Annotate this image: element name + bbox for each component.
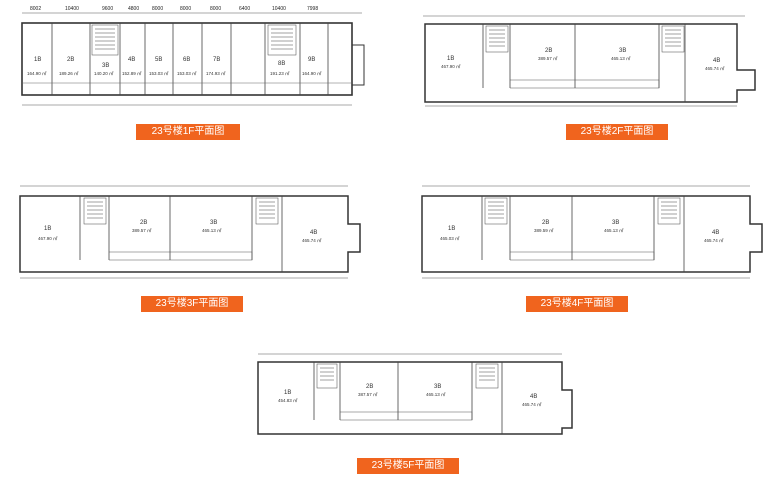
stair-core-left	[83, 197, 107, 225]
room-area: 467.90 ㎡	[38, 235, 58, 241]
room-area: 465.74 ㎡	[705, 65, 725, 71]
floor-label-4f: 23号楼4F平面图	[526, 296, 628, 312]
room-id: 1B	[284, 390, 291, 396]
room-area: 389.59 ㎡	[534, 227, 554, 233]
dim-6: 8000	[180, 6, 191, 12]
stair-core-left	[485, 25, 509, 53]
room-id: 7B	[213, 57, 220, 63]
floor-label-2f: 23号楼2F平面图	[566, 124, 668, 140]
floor-label-1f: 23号楼1F平面图	[136, 124, 240, 140]
stair-core-left	[484, 197, 508, 225]
room-area: 164.90 ㎡	[27, 70, 47, 76]
room-area: 387.57 ㎡	[358, 391, 378, 397]
room-area: 465.13 ㎡	[611, 55, 631, 61]
dim-2: 10400	[65, 6, 79, 12]
top-dimension-row: 8002 10400 9600 4800 8000 8000 8000 6400…	[22, 6, 362, 14]
floor-plan-5f: 1B 454.83 ㎡ 2B 387.57 ㎡ 3B 465.13 ㎡ 4B 4…	[250, 348, 590, 440]
room-id: 9B	[308, 57, 315, 63]
floor-plan-2f: 1B 467.90 ㎡ 2B 389.57 ㎡ 3B 465.13 ㎡ 4B 4…	[415, 10, 770, 110]
room-id: 3B	[210, 220, 217, 226]
room-area: 189.26 ㎡	[59, 70, 79, 76]
room-area: 152.89 ㎡	[122, 70, 142, 76]
room-id: 4B	[310, 230, 317, 236]
room-id: 4B	[128, 57, 135, 63]
floor-label-3f: 23号楼3F平面图	[141, 296, 243, 312]
room-id: 1B	[447, 56, 454, 62]
floor-plan-3f: 1B 467.90 ㎡ 2B 389.57 ㎡ 3B 465.13 ㎡ 4B 4…	[12, 180, 372, 285]
room-id: 4B	[713, 58, 720, 64]
room-id: 3B	[612, 220, 619, 226]
room-id: 2B	[366, 384, 373, 390]
room-id: 3B	[434, 384, 441, 390]
room-area: 140.20 ㎡	[94, 70, 114, 76]
room-id: 3B	[102, 63, 109, 69]
stair-core-left	[316, 363, 338, 389]
room-area: 164.90 ㎡	[302, 70, 322, 76]
stair-core-right	[661, 25, 685, 53]
room-area: 389.57 ㎡	[132, 227, 152, 233]
room-area: 191.23 ㎡	[270, 70, 290, 76]
stair-core-right	[267, 24, 297, 56]
room-id: 2B	[545, 48, 552, 54]
room-id: 1B	[44, 226, 51, 232]
dim-10: 7998	[307, 6, 318, 12]
room-area: 465.13 ㎡	[426, 391, 446, 397]
stair-core-right	[255, 197, 279, 225]
room-id: 8B	[278, 61, 285, 67]
room-id: 1B	[448, 226, 455, 232]
room-area: 174.93 ㎡	[206, 70, 226, 76]
side-annex	[351, 44, 365, 86]
stair-core-right	[475, 363, 499, 389]
room-area: 465.03 ㎡	[440, 235, 460, 241]
room-id: 2B	[140, 220, 147, 226]
room-area: 465.74 ㎡	[704, 237, 724, 243]
room-id: 3B	[619, 48, 626, 54]
floor-plan-4f: 1B 465.03 ㎡ 2B 389.59 ㎡ 3B 465.13 ㎡ 4B 4…	[410, 180, 770, 285]
room-id: 2B	[542, 220, 549, 226]
room-area: 465.13 ㎡	[202, 227, 222, 233]
room-id: 4B	[712, 230, 719, 236]
dim-3: 9600	[102, 6, 113, 12]
room-id: 4B	[530, 394, 537, 400]
room-id: 1B	[34, 57, 41, 63]
floor-plan-1f: 8002 10400 9600 4800 8000 8000 8000 6400…	[10, 5, 380, 113]
room-area: 153.03 ㎡	[177, 70, 197, 76]
dim-9: 10400	[272, 6, 286, 12]
dim-4: 4800	[128, 6, 139, 12]
stair-core-right	[657, 197, 681, 225]
room-area: 467.90 ㎡	[441, 63, 461, 69]
floor-label-5f: 23号楼5F平面图	[357, 458, 459, 474]
dim-5: 8000	[152, 6, 163, 12]
dim-1: 8002	[30, 6, 41, 12]
room-area: 465.74 ㎡	[522, 401, 542, 407]
room-area: 389.57 ㎡	[538, 55, 558, 61]
room-id: 6B	[183, 57, 190, 63]
room-area: 465.13 ㎡	[604, 227, 624, 233]
dim-7: 8000	[210, 6, 221, 12]
room-area: 153.03 ㎡	[149, 70, 169, 76]
room-id: 5B	[155, 57, 162, 63]
room-area: 465.74 ㎡	[302, 237, 322, 243]
stair-core-left	[91, 24, 119, 56]
room-id: 2B	[67, 57, 74, 63]
room-area: 454.83 ㎡	[278, 397, 298, 403]
dim-8: 6400	[239, 6, 250, 12]
